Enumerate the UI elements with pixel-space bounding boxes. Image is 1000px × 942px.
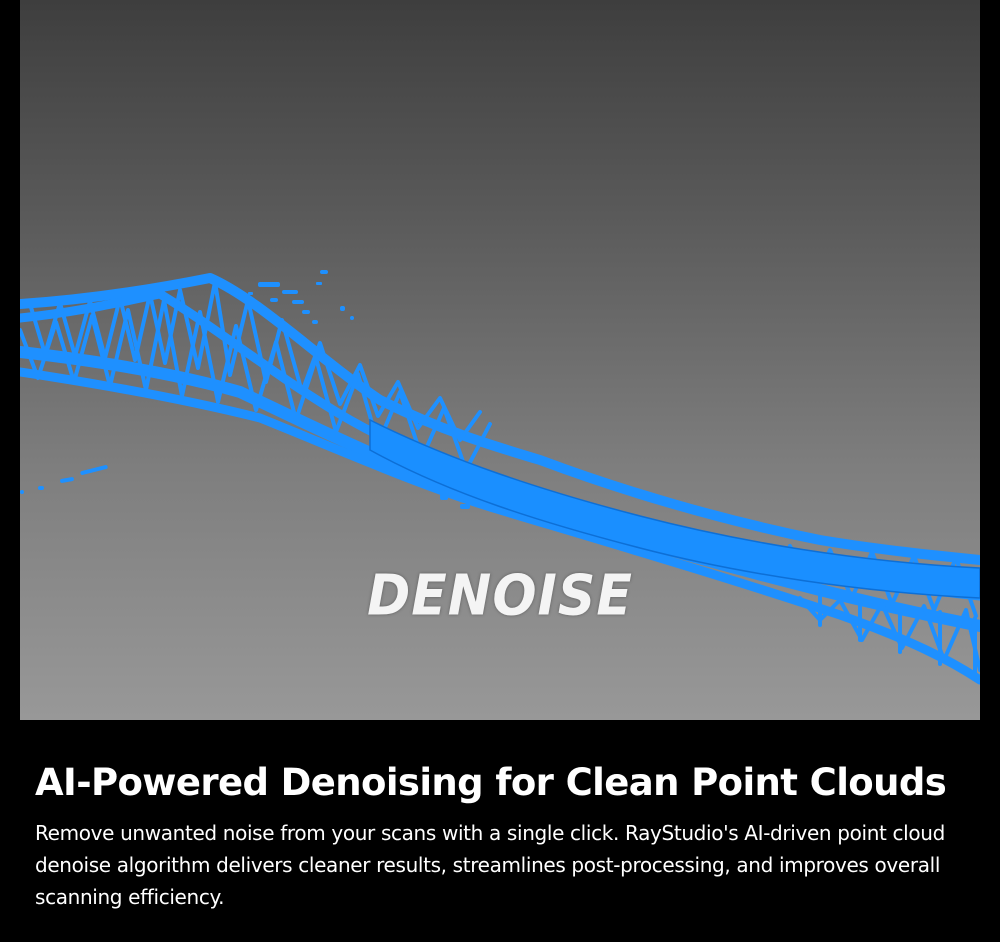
bridge-deck	[369, 418, 980, 599]
headline: AI-Powered Denoising for Clean Point Clo…	[35, 761, 947, 804]
noise-points	[20, 270, 472, 509]
hero-image: DENOISE	[20, 0, 980, 720]
bridge-point-cloud-illustration	[20, 270, 980, 685]
denoise-overlay-label: DENOISE	[367, 563, 633, 629]
description: Remove unwanted noise from your scans wi…	[35, 821, 945, 909]
